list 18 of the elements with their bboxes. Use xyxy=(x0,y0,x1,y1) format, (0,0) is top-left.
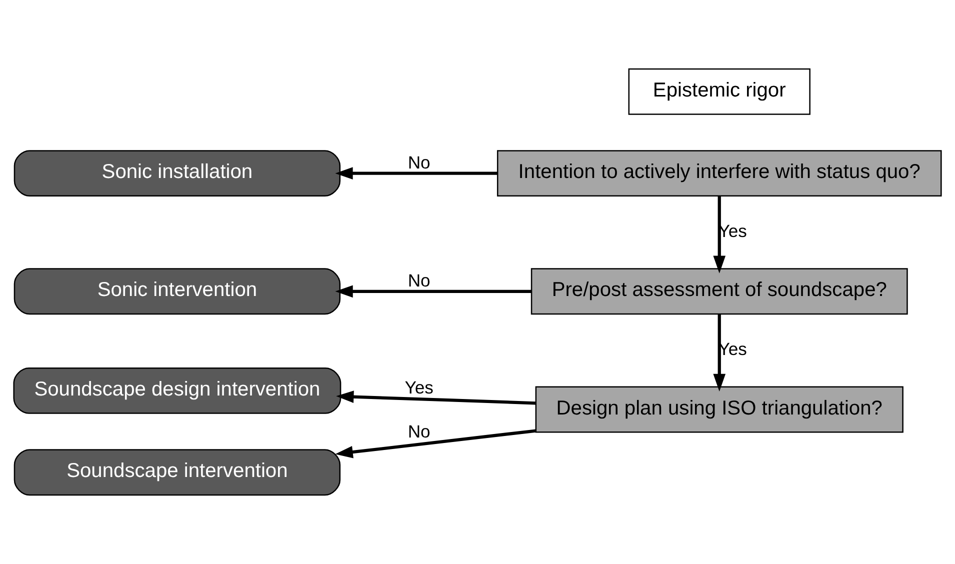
node-box: Design plan using ISO triangulation? xyxy=(535,386,904,433)
edge-label: No xyxy=(408,421,430,442)
edge-label: No xyxy=(408,152,430,173)
arrow xyxy=(335,429,536,458)
arrow xyxy=(335,167,498,180)
arrow xyxy=(713,314,726,392)
edge-label: Yes xyxy=(404,377,434,398)
node-box: Sonic installation xyxy=(14,150,341,197)
arrow xyxy=(335,285,532,298)
node-box: Soundscape design intervention xyxy=(13,367,342,414)
arrow xyxy=(336,390,536,405)
node-box: Intention to actively interfere with status quo? xyxy=(496,150,942,197)
node-box: Sonic intervention xyxy=(14,268,341,315)
arrow xyxy=(713,196,726,274)
node-box: Pre/post assessment of soundscape? xyxy=(530,268,908,315)
edge-label: No xyxy=(408,270,430,291)
node-box: Epistemic rigor xyxy=(628,68,810,115)
node-box: Soundscape intervention xyxy=(14,449,341,496)
